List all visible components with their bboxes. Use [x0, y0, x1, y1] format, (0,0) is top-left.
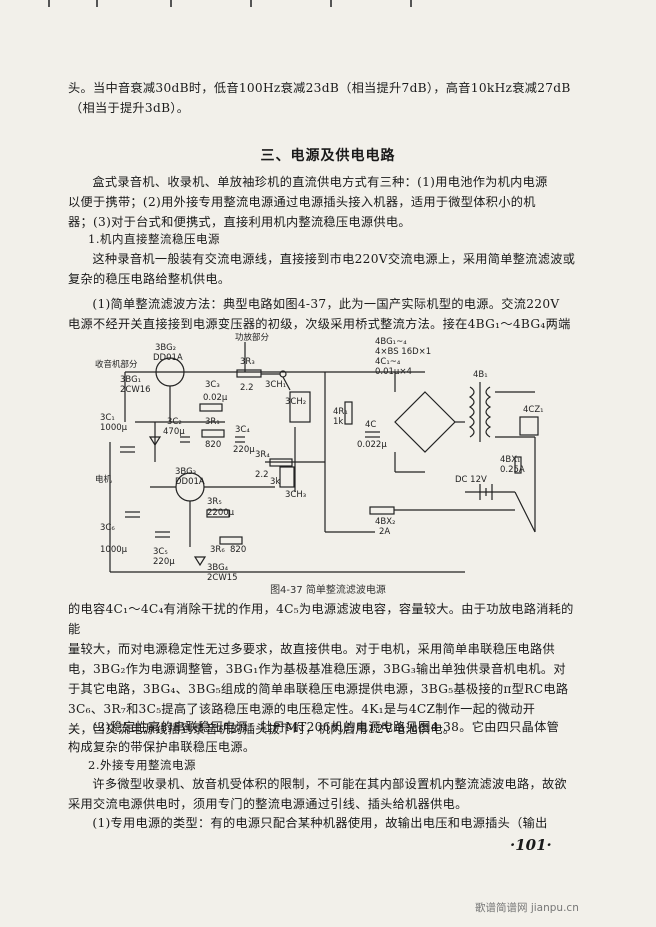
fig-label-r4bv: 1k	[333, 417, 343, 427]
fig-label-ch1: 3CH₁	[265, 380, 286, 390]
stable-supply-paragraph: (2)稳定性高的串联稳压电源：牡丹MT206机的电源电路见图4-38。它由四只晶…	[68, 717, 584, 757]
fig-label-bg1: 3BG₁	[120, 375, 141, 385]
fig-label-c6v: 1000μ	[100, 545, 128, 555]
fig-label-c6: 3C₆	[100, 523, 115, 533]
after-figure-paragraph: 的电容4C₁～4C₄有消除干扰的作用，4C₅为电源滤波电容，容量较大。由于功放电…	[68, 599, 584, 739]
text-line: 于其它电路，3BG₄、3BG₅组成的简单串联稳压电源提供电源，3BG₅基极接的π…	[68, 682, 569, 696]
text-line: (2)稳定性高的串联稳压电源：牡丹MT206机的电源电路见图4-38。它由四只晶…	[92, 720, 560, 734]
text-line: （相当于提升3dB）。	[70, 101, 190, 115]
fig-label-r3: 3R₃	[240, 357, 255, 367]
fig-label-c4v: 220μ	[233, 445, 255, 455]
simple-rectifier-paragraph: (1)简单整流滤波方法：典型电路如图4-37，此为一国产实际机型的电源。交流22…	[68, 294, 584, 334]
fig-label-c2v: 470μ	[163, 427, 185, 437]
fig-label-r4b: 4R₁	[333, 407, 348, 417]
dedicated-supply-paragraph: (1)专用电源的类型：有的电源只配合某种机器使用，故输出电压和电源插头（输出	[68, 813, 584, 833]
text-line: 复杂的稳压电路给整机供电。	[68, 272, 231, 286]
fig-label-dd01a-1: DD01A	[153, 353, 183, 363]
text-line: 这种录音机一般装有交流电源线，直接接到市电220V交流电源上，采用简单整流滤波或	[92, 252, 576, 266]
fig-label-cw15: 2CW15	[207, 573, 238, 583]
text-line: 量较大，而对电源稳定性无过多要求，故直接供电。对于电机，采用简单串联稳压电路供	[68, 642, 556, 656]
fig-label-c3: 3C₃	[205, 380, 220, 390]
page-number: ·101·	[510, 836, 552, 854]
top-rule	[0, 0, 656, 8]
fig-label-c4group: 4C₁~₄	[375, 357, 401, 367]
text-line: 头。当中音衰减30dB时，低音100Hz衰减23dB（相当提升7dB），高音10…	[68, 81, 571, 95]
text-line: 许多微型收录机、放音机受体积的限制，不可能在其内部设置机内整流滤波电路，故欲	[92, 777, 567, 791]
text-line: (1)专用电源的类型：有的电源只配合某种机器使用，故输出电压和电源插头（输出	[92, 816, 548, 830]
fig-label-r1v: 820	[205, 440, 221, 450]
fig-label-c1: 3C₁	[100, 413, 115, 423]
fig-label-bg2: 3BG₂	[155, 343, 176, 353]
fig-label-bg-group: 4BG₁~₄	[375, 337, 407, 347]
fig-label-c5: 3C₅	[153, 547, 168, 557]
text-line: 器；(3)对于台式和便携式，直接利用机内整流稳压电源供电。	[68, 215, 411, 229]
fig-label-r4v: 2.2	[255, 470, 269, 480]
fig-label-motor: 电机	[95, 474, 113, 485]
fig-label-c4groupv: 0.01μ×4	[375, 367, 412, 377]
section-heading: 三、电源及供电电路	[260, 148, 396, 164]
fig-label-c4b: 4C	[365, 420, 376, 430]
text-line: 电，3BG₂作为电源调整管，3BG₁作为基极基准稳压源，3BG₃输出单独供录音机…	[68, 662, 566, 676]
fig-label-c5v: 220μ	[153, 557, 175, 567]
fig-label-bx2v: 2A	[379, 527, 390, 537]
fig-label-r4: 3R₄	[255, 450, 270, 460]
text-line: 关，当交流电源线插到录音机的插头拔下时，机内启用12V电池供电。	[68, 722, 456, 736]
fig-label-r6v: 820	[230, 545, 246, 555]
circuit-diagram: 功放部分 收音机部分 电机 3BG₂ DD01A 3BG₁ 2CW16 3BG₃…	[95, 332, 544, 583]
fig-label-r3v: 2.2	[240, 383, 254, 393]
fig-label-k3: 3k	[270, 477, 280, 487]
fig-label-c2: 3C₂	[167, 417, 182, 427]
fig-label-function-part: 功放部分	[235, 332, 270, 343]
text-line: 盒式录音机、收录机、单放袖珍机的直流供电方式有三种：(1)用电池作为机内电源	[92, 175, 548, 189]
fig-label-ch3: 3CH₃	[285, 490, 306, 500]
text-line: 以便于携带；(2)用外接专用整流电源通过电源插头接入机器，适用于微型体积小的机	[68, 195, 536, 209]
text-line: 电源不经开关直接接到电源变压器的初级，次级采用桥式整流方法。接在4BG₁～4BG…	[68, 317, 571, 331]
fig-label-bx2: 4BX₂	[375, 517, 395, 527]
fig-label-r6: 3R₆	[210, 545, 225, 555]
fig-label-c3v: 0.02μ	[203, 393, 228, 403]
fig-label-bx1v: 0.25A	[500, 465, 525, 475]
fig-label-bg3: 3BG₃	[175, 467, 196, 477]
intro-paragraph: 头。当中音衰减30dB时，低音100Hz衰减23dB（相当提升7dB），高音10…	[68, 78, 584, 118]
subheading-direct-supply: 1.机内直接整流稳压电源	[88, 232, 220, 246]
fig-label-c4: 3C₄	[235, 425, 250, 435]
fig-label-dc: DC 12V	[455, 475, 487, 485]
fig-label-r5: 3R₅	[207, 497, 222, 507]
power-methods-paragraph: 盒式录音机、收录机、单放袖珍机的直流供电方式有三种：(1)用电池作为机内电源 以…	[68, 172, 584, 232]
fig-label-cw16: 2CW16	[120, 385, 151, 395]
external-supply-paragraph: 许多微型收录机、放音机受体积的限制，不可能在其内部设置机内整流滤波电路，故欲 采…	[68, 774, 584, 814]
fig-label-radio-part: 收音机部分	[95, 359, 138, 370]
figure-caption: 图4-37 简单整流滤波电源	[270, 585, 386, 596]
fig-label-c1v: 1000μ	[100, 423, 128, 433]
text-line: (1)简单整流滤波方法：典型电路如图4-37，此为一国产实际机型的电源。交流22…	[92, 297, 560, 311]
fig-label-bg-spec: 4×BS 16D×1	[375, 347, 431, 357]
fig-label-r1: 3R₁	[205, 417, 220, 427]
fig-label-cz1: 4CZ₁	[523, 405, 544, 415]
text-line: 采用交流电源供电时，须用专门的整流电源通过引线、插头给机器供电。	[68, 797, 468, 811]
fig-label-bg4: 3BG₄	[207, 563, 229, 573]
watermark: 歌谱简谱网 jianpu.cn	[475, 902, 579, 914]
text-line: 构成复杂的带保护串联稳压电源。	[68, 740, 256, 754]
fig-label-dd01a-2: DD01A	[175, 477, 205, 487]
subheading-external-supply: 2.外接专用整流电源	[88, 758, 196, 772]
fig-label-r5v: 2200μ	[207, 508, 235, 518]
direct-supply-paragraph: 这种录音机一般装有交流电源线，直接接到市电220V交流电源上，采用简单整流滤波或…	[68, 249, 584, 289]
fig-label-b1: 4B₁	[473, 370, 488, 380]
fig-label-ch2: 3CH₂	[285, 397, 306, 407]
text-line: 3C₆、3R₇和3C₅提高了该路稳压电源的电压稳定性。4K₁是与4CZ制作一起的…	[68, 702, 536, 716]
fig-label-bx1: 4BX₁	[500, 455, 520, 465]
fig-label-c4bv: 0.022μ	[357, 440, 387, 450]
text-line: 的电容4C₁～4C₄有消除干扰的作用，4C₅为电源滤波电容，容量较大。由于功放电…	[68, 602, 574, 636]
